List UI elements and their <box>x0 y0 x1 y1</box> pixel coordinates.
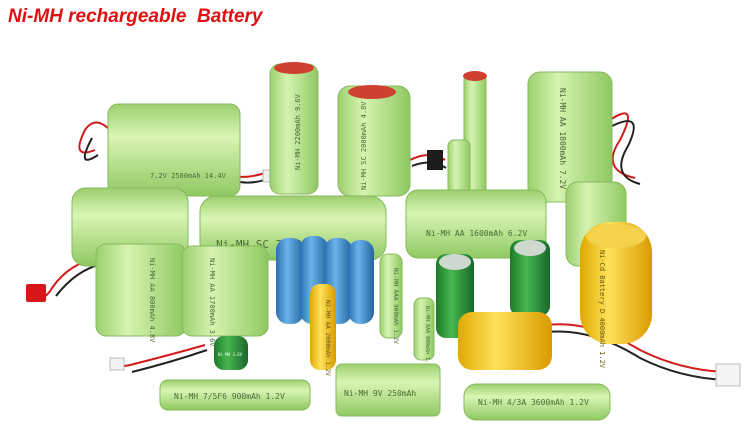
page-title: Ni-MH rechargeable Battery <box>8 6 263 27</box>
pack-tall-2: Ni-MH SC 2000mAh 4.8V <box>337 85 411 197</box>
pack-left-small: Ni-MH AA 800mAh 4.8V <box>95 243 187 343</box>
pack-aa-1600-label: Ni-MH AA 1600mAh 6.2V <box>426 229 527 238</box>
pack-right-tall-label: Ni-MH AA 1800mAh 7.2V <box>558 88 567 189</box>
pack-tall-1: Ni-MH 2200mAh 9.6V <box>269 62 319 195</box>
stick-7-5f6: Ni-MH 7/5F6 900mAh 1.2V <box>159 379 311 411</box>
pack-left-mid-label: Ni-MH AA 1700mAh 3.6V <box>208 258 216 347</box>
cell-aaa: Ni-MH AAA 900mAh 1.2V <box>379 253 403 344</box>
mini-cell-label: Ni-MH 3.6V <box>218 352 243 357</box>
cell-small-label: Ni-MH AAA 800mAh 1.2V <box>424 306 430 369</box>
cell-aa-label: Ni-MH AA 2000mAh 1.2V <box>324 300 331 376</box>
cell-4-3a-label: Ni-MH 4/3A 3600mAh 1.2V <box>478 398 589 407</box>
cell-d-label: Ni-Cd Battery D 4000mAh 1.2V <box>598 250 606 369</box>
block-9v: Ni-MH 9V 250mAh <box>335 363 441 417</box>
pack-yellow <box>458 312 552 370</box>
pack-tall-2-label: Ni-MH SC 2000mAh 4.8V <box>360 101 368 190</box>
stick-tall <box>447 71 487 201</box>
stick-7-5f6-label: Ni-MH 7/5F6 900mAh 1.2V <box>174 392 285 401</box>
mini-cell: Ni-MH 3.6V <box>214 336 248 370</box>
cell-aa-yellow: Ni-MH AA 2000mAh 1.2V <box>310 284 336 376</box>
pack-aa-1600: Ni-MH AA 1600mAh 6.2V <box>405 189 547 259</box>
cell-d-yellow: Ni-Cd Battery D 4000mAh 1.2V <box>580 222 652 369</box>
pack-tall-1-label: Ni-MH 2200mAh 9.6V <box>294 93 302 170</box>
pack-top-left-label: 7.2V 2500mAh 14.4V <box>150 172 227 180</box>
pack-top-left: 7.2V 2500mAh 14.4V <box>107 103 241 197</box>
cell-4-3a: Ni-MH 4/3A 3600mAh 1.2V <box>463 383 611 421</box>
cell-aaa-label: Ni-MH AAA 900mAh 1.2V <box>392 268 399 344</box>
pack-left-mid: Ni-MH AA 1700mAh 3.6V <box>181 245 269 347</box>
block-9v-label: Ni-MH 9V 250mAh <box>344 389 416 398</box>
cell-small: Ni-MH AAA 800mAh 1.2V <box>413 297 435 369</box>
pack-left-small-label: Ni-MH AA 800mAh 4.8V <box>148 258 156 343</box>
